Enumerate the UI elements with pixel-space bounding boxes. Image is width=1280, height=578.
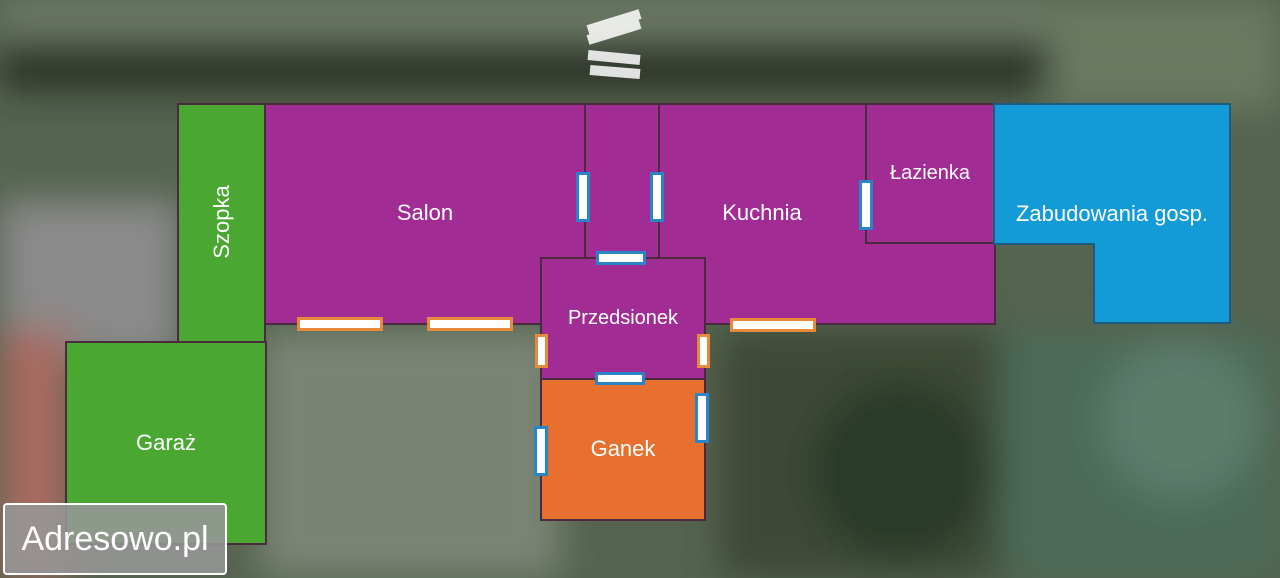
watermark: Adresowo.pl bbox=[3, 503, 227, 575]
room-lazienka bbox=[865, 103, 995, 244]
label-garaz: Garaż bbox=[136, 430, 196, 455]
room-ganek bbox=[540, 378, 706, 521]
door-przedsionek-left bbox=[535, 334, 548, 368]
label-lazienka: Łazienka bbox=[889, 162, 971, 184]
window-przedsionek-bottom bbox=[595, 372, 645, 385]
label-przedsionek: Przedsionek bbox=[567, 307, 679, 329]
label-salon: Salon bbox=[396, 200, 454, 225]
door-salon-left bbox=[297, 317, 383, 331]
room-zabudowania bbox=[993, 103, 1231, 324]
window-przedsionek-top bbox=[596, 251, 646, 265]
window-salon-corridor bbox=[576, 172, 590, 222]
label-zabudowania: Zabudowania gosp. bbox=[1015, 201, 1209, 226]
window-ganek-right bbox=[695, 393, 709, 443]
window-corridor-kuchnia bbox=[650, 172, 664, 222]
door-przedsionek-right bbox=[697, 334, 710, 368]
label-ganek: Ganek bbox=[590, 436, 656, 461]
label-kuchnia: Kuchnia bbox=[722, 200, 802, 225]
room-corridor bbox=[584, 103, 660, 260]
room-szopka bbox=[177, 103, 266, 343]
door-kuchnia-bottom bbox=[730, 318, 816, 332]
label-szopka: Szopka bbox=[209, 185, 234, 259]
door-salon-right bbox=[427, 317, 513, 331]
window-kuchnia-lazienka bbox=[859, 180, 873, 230]
window-ganek-left bbox=[534, 426, 548, 476]
room-salon bbox=[264, 103, 586, 325]
